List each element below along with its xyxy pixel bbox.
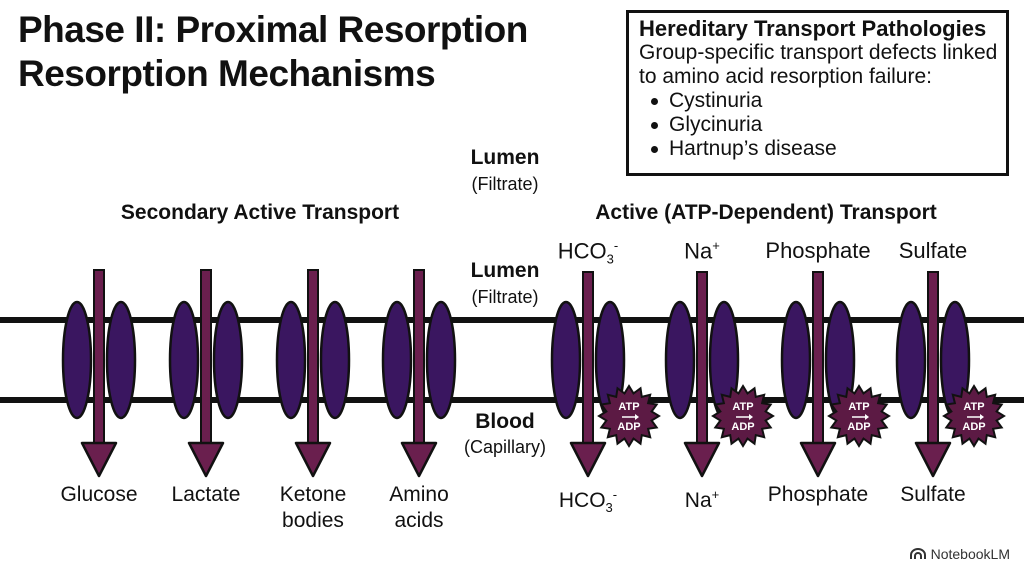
infobox-title: Hereditary Transport Pathologies [639,16,987,41]
watermark-text: NotebookLM [930,546,1010,562]
transporter-hco3-arrow-shaft [582,271,594,446]
transporter-lactate [168,269,244,478]
transporter-amino-acids-channel-left [381,300,413,420]
bottom-label-na: Na+ [684,487,720,512]
atp-burst-na-arrow-tip-icon [749,414,753,420]
transporter-sulfate-arrow-shaft [927,271,939,446]
atp-burst-hco3-adp-text: ADP [617,421,640,433]
atp-burst-hco3-arrow-tip-icon [635,414,639,420]
bottom-label-hco3: HCO3- [558,487,618,516]
transporter-amino-acids-arrow-shaft [413,269,425,446]
transporter-group: ATP ADP ATP ADP ATP ADP ATP ADP [61,269,1006,478]
transporter-ketone-bodies-channel-right [319,300,351,420]
atp-burst-sulfate-arrow-tip-icon [980,414,984,420]
transporter-glucose-arrow-shaft [93,269,105,446]
transporter-glucose-channel-left [61,300,93,420]
transporter-sulfate [895,271,971,478]
atp-burst-phosphate-shape [827,384,891,448]
capillary-label: (Capillary) [463,437,547,457]
active-transport-heading: Active (ATP-Dependent) Transport [595,201,937,224]
transporter-phosphate-arrow-head [799,441,837,478]
atp-burst-sulfate-adp-text: ADP [962,421,985,433]
transporter-lactate-channel-right [212,300,244,420]
atp-burst-hco3-shape [597,384,661,448]
transporter-ketone-bodies-arrow-head [294,441,332,478]
transporter-amino-acids-arrow-head [400,441,438,478]
ion-top-label-hco3: HCO3- [557,238,619,267]
transporter-glucose-channel-right [105,300,137,420]
bottom-label-lactate: Lactate [171,483,241,506]
pathology-item-cystinuria: Cystinuria [651,89,996,113]
title-line-2: Resorption Mechanisms [18,53,436,94]
transporter-na-arrow-shaft [696,271,708,446]
bottom-label-ketone-bodies: Ketone bodies [279,483,347,532]
atp-burst-na-shape [711,384,775,448]
blood-label: Blood [475,410,535,433]
atp-burst-na: ATP ADP [711,384,775,448]
filtrate-label-top: (Filtrate) [471,174,539,194]
transporter-phosphate [780,271,856,478]
transporter-glucose [61,269,137,478]
transporter-amino-acids-channel-right [425,300,457,420]
pathology-item-hartnup: Hartnup’s disease [651,137,996,161]
transporter-ketone-bodies [275,269,351,478]
atp-burst-phosphate-arrow-tip-icon [865,414,869,420]
lumen-label-mid: Lumen [470,259,540,282]
transporter-phosphate-channel-left [780,300,812,420]
transporter-hco3 [550,271,626,478]
atp-burst-na-atp-text: ATP [732,401,753,413]
atp-burst-sulfate-atp-text: ATP [963,401,984,413]
transporter-na-arrow-head [683,441,721,478]
transporter-sulfate-channel-left [895,300,927,420]
ion-top-label-na: Na+ [684,238,720,264]
filtrate-label-mid: (Filtrate) [471,287,539,307]
transporter-ketone-bodies-channel-left [275,300,307,420]
transporter-lactate-arrow-shaft [200,269,212,446]
atp-burst-na-adp-text: ADP [731,421,754,433]
atp-burst-hco3: ATP ADP [597,384,661,448]
atp-burst-phosphate-adp-text: ADP [847,421,870,433]
bottom-label-phosphate: Phosphate [767,483,869,506]
transporter-sulfate-arrow-head [914,441,952,478]
pathology-list: Cystinuria Glycinuria Hartnup’s disease [639,89,996,161]
bottom-label-glucose: Glucose [60,483,138,506]
atp-burst-phosphate: ATP ADP [827,384,891,448]
transporter-hco3-arrow-head [569,441,607,478]
atp-burst-sulfate-shape [942,384,1006,448]
transporter-na-channel-left [664,300,696,420]
hereditary-pathologies-box: Hereditary Transport Pathologies Group-s… [626,10,1009,176]
page-title: Phase II: Proximal Resorption Resorption… [18,8,528,96]
transporter-ketone-bodies-arrow-shaft [307,269,319,446]
transporter-amino-acids [381,269,457,478]
pathology-item-glycinuria: Glycinuria [651,113,996,137]
infobox-text-line-1: Group-specific transport defects linked [639,41,998,64]
transporter-glucose-arrow-head [80,441,118,478]
notebooklm-logo-icon [909,548,926,559]
ion-top-label-phosphate: Phosphate [765,238,871,263]
secondary-transport-heading: Secondary Active Transport [120,201,400,224]
bottom-label-amino-acids: Amino acids [389,483,449,532]
lumen-label-top: Lumen [470,146,540,169]
ion-top-label-sulfate: Sulfate [898,238,968,263]
notebooklm-watermark: NotebookLM [909,546,1010,562]
transporter-phosphate-arrow-shaft [812,271,824,446]
atp-burst-phosphate-atp-text: ATP [848,401,869,413]
atp-burst-hco3-atp-text: ATP [618,401,639,413]
transporter-na [664,271,740,478]
title-line-1: Phase II: Proximal Resorption [18,9,528,50]
transporter-lactate-arrow-head [187,441,225,478]
infobox-text-line-2: to amino acid resorption failure: [639,65,932,88]
bottom-label-sulfate: Sulfate [900,483,966,506]
transporter-hco3-channel-left [550,300,582,420]
atp-burst-sulfate: ATP ADP [942,384,1006,448]
transporter-lactate-channel-left [168,300,200,420]
